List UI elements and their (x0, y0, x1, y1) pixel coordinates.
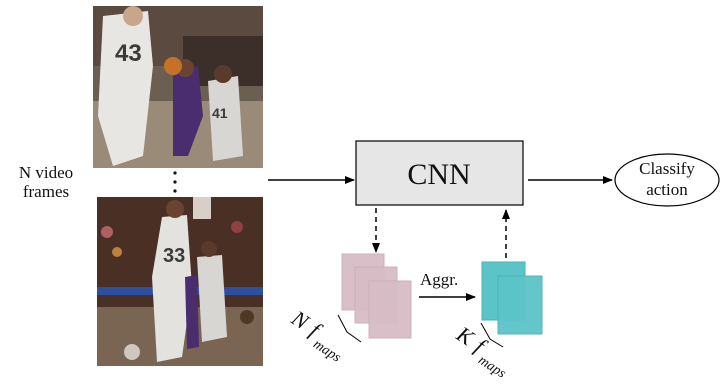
jersey-number-41: 41 (212, 105, 228, 121)
svg-text:maps: maps (475, 353, 508, 382)
n-fmaps-label: N f maps (286, 305, 343, 366)
cnn-label: CNN (407, 158, 470, 191)
cnn-box (355, 140, 524, 206)
svg-text:maps: maps (310, 337, 343, 366)
classify-action-node (614, 153, 720, 207)
jersey-number-33: 33 (163, 245, 185, 267)
jersey-number-43: 43 (115, 40, 142, 67)
vertical-dots-icon (173, 171, 177, 193)
k-fmaps-brace (480, 322, 504, 348)
k-feature-maps-stack (481, 261, 543, 335)
n-feature-maps-stack (341, 253, 412, 339)
video-frame-bottom: 33 (97, 197, 263, 366)
video-frame-top: 43 41 (93, 6, 263, 168)
aggregation-label: Aggr. (420, 270, 459, 289)
classify-label-line1: Classify (639, 159, 695, 178)
classify-label-line2: action (646, 180, 688, 199)
input-frames-label: N video frames (18, 163, 74, 201)
n-fmaps-brace (337, 314, 362, 343)
